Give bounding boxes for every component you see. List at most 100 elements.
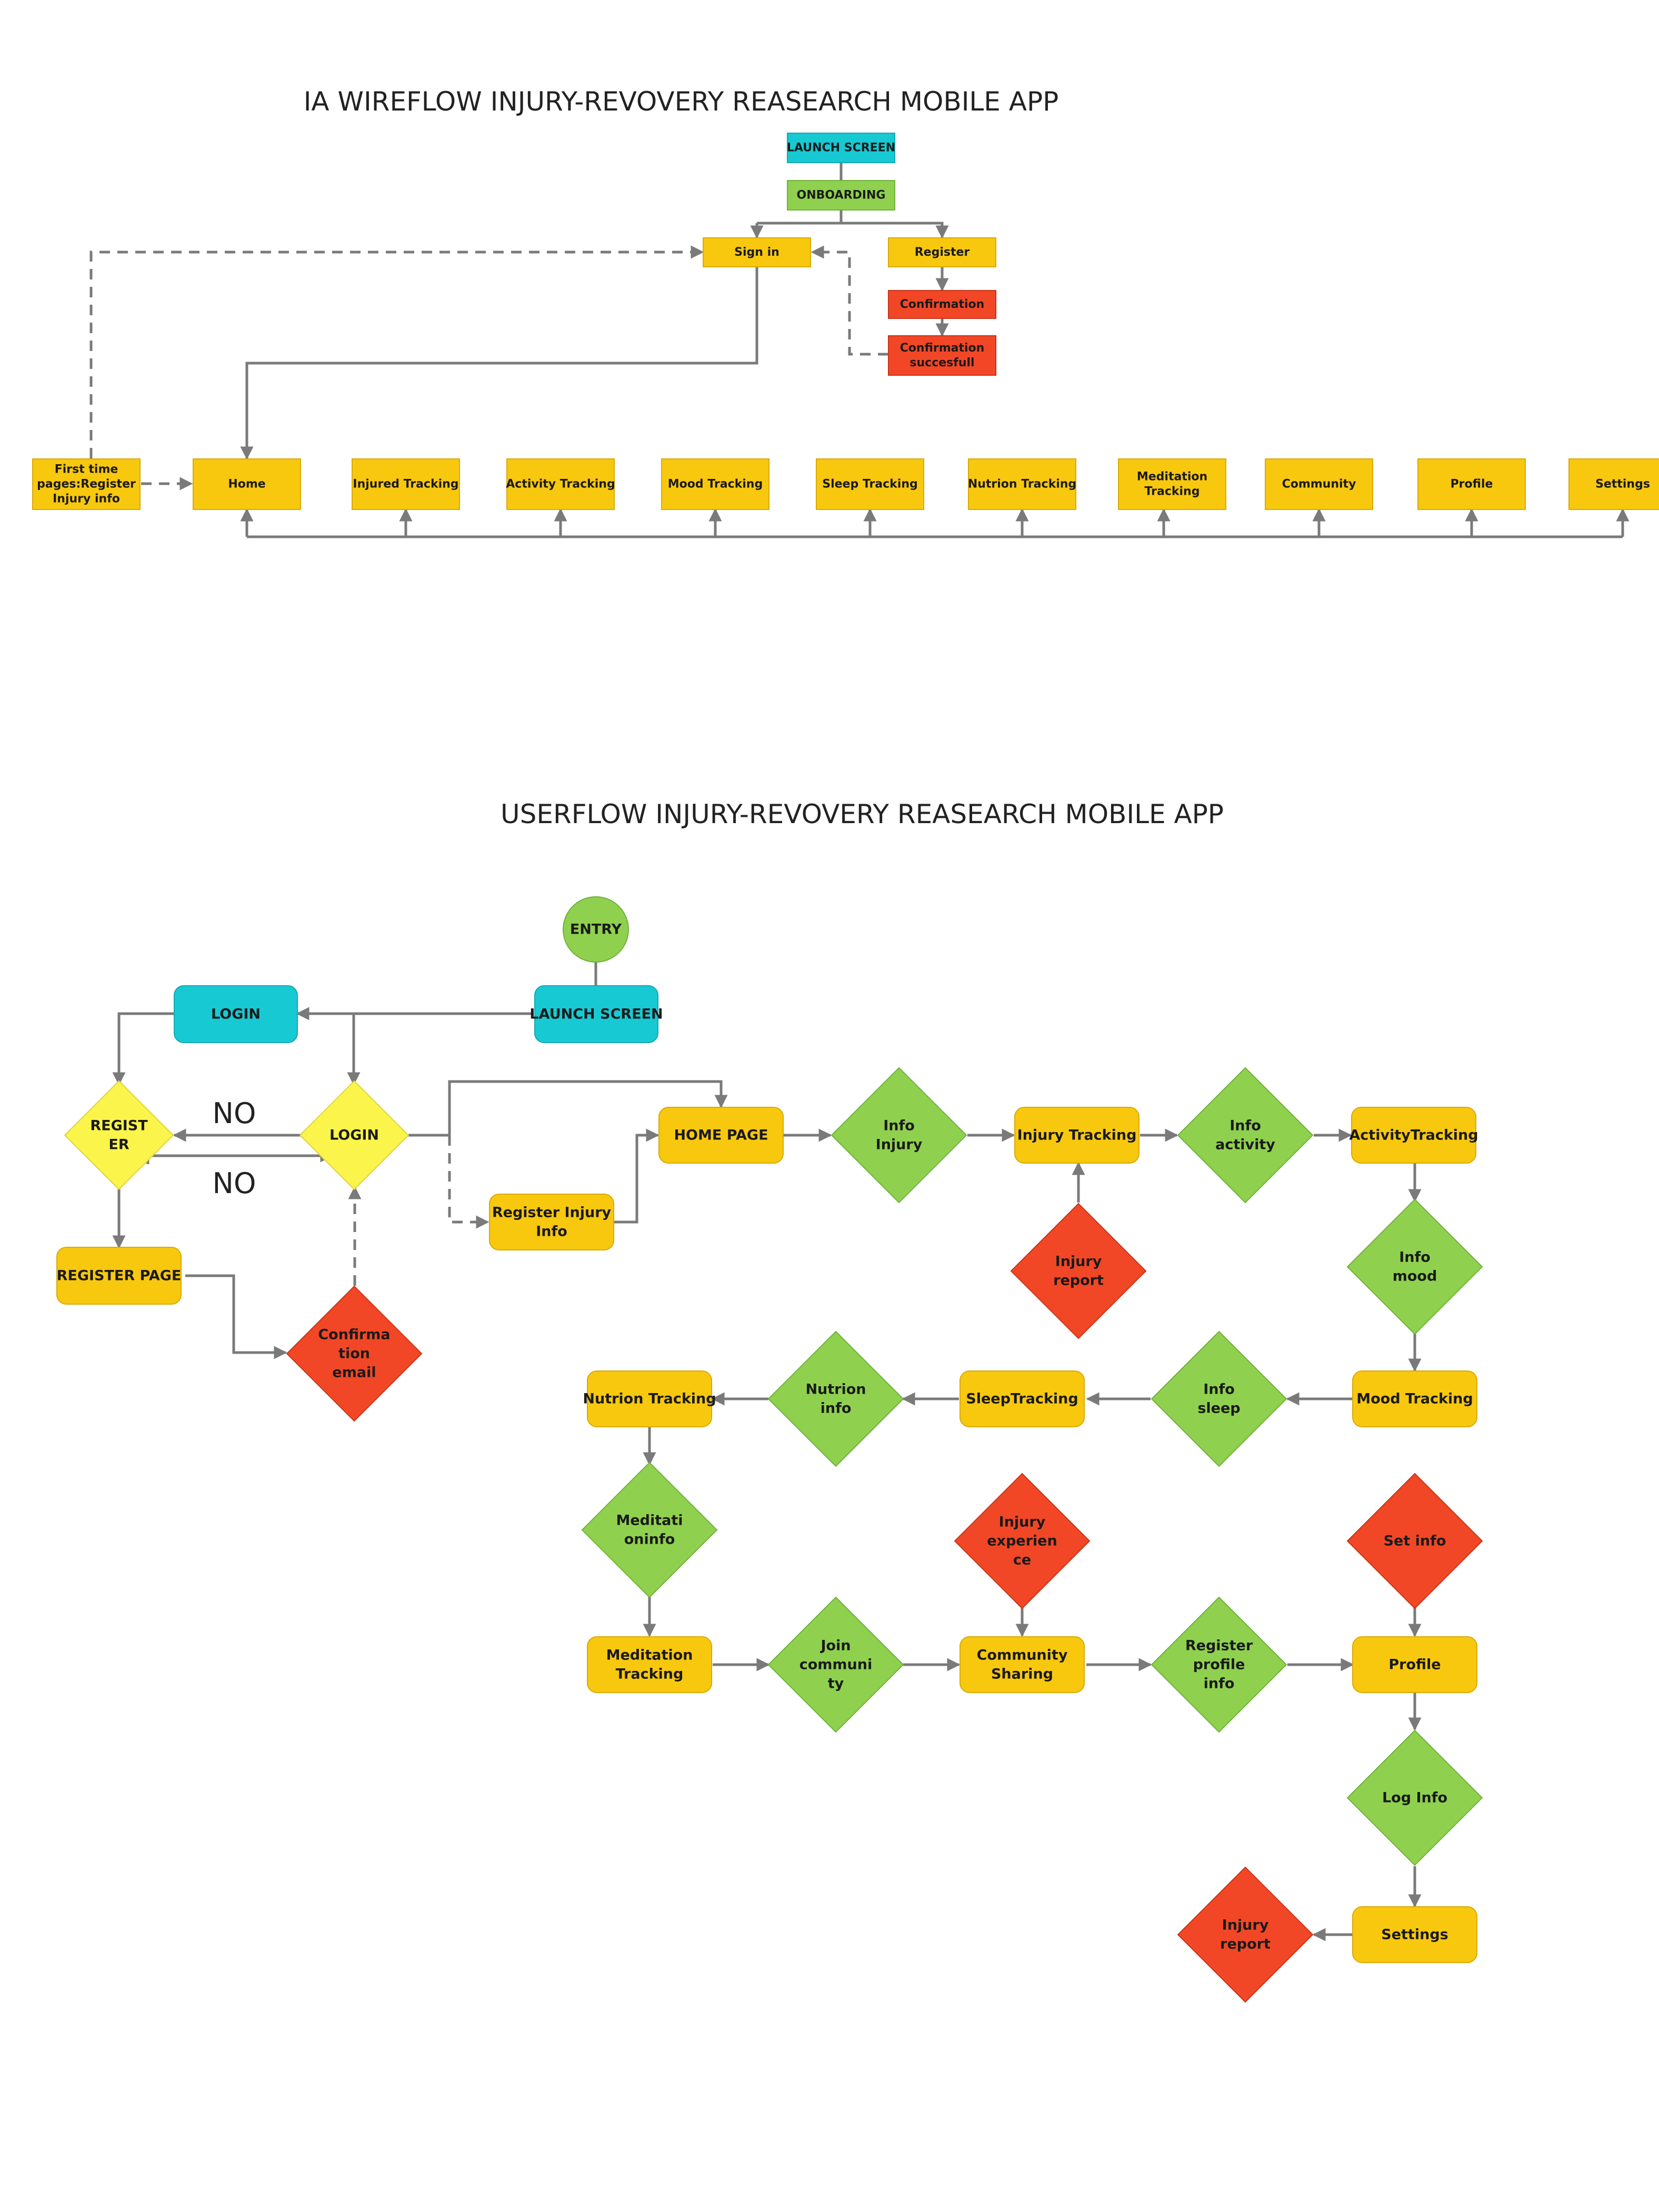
uf-edge-register-login-no <box>146 1149 334 1164</box>
uf-meditation-tracking-shape <box>587 1636 712 1693</box>
uf-register-page-label: REGISTER PAGE <box>57 1268 182 1284</box>
uf-injury-experience-label: experien <box>987 1533 1057 1549</box>
userflow-title: USERFLOW INJURY-REVOVERY REASEARCH MOBIL… <box>501 799 1224 829</box>
no-label-top: NO <box>213 1097 256 1130</box>
ia-first-time-box <box>32 458 141 510</box>
uf-injury-report-1: Injury report <box>1010 1203 1147 1339</box>
ia-meditation-box <box>1118 458 1226 510</box>
uf-injury-report-2-shape <box>1177 1866 1314 2003</box>
uf-mood-tracking: Mood Tracking <box>1352 1370 1477 1427</box>
uf-settings-shape <box>1352 1906 1477 1963</box>
ia-sleep-label: Sleep Tracking <box>822 478 918 491</box>
ia-first-time-label: Injury info <box>53 493 120 506</box>
uf-register-injury-label: Info <box>536 1224 567 1240</box>
uf-info-sleep-label: Info <box>1203 1382 1235 1398</box>
uf-sleep-tracking: SleepTracking <box>960 1370 1085 1427</box>
uf-join-community-shape <box>767 1596 904 1733</box>
ia-signin-box <box>703 237 811 267</box>
uf-activity-tracking-label: ActivityTracking <box>1349 1127 1478 1144</box>
ia-confirmation-label: Confirmation <box>900 298 985 311</box>
uf-set-info-shape <box>1346 1473 1483 1609</box>
ia-sleep: Sleep Tracking <box>816 458 924 510</box>
uf-info-activity-label: activity <box>1215 1137 1275 1153</box>
uf-meditation-tracking-label: Meditation <box>606 1647 693 1664</box>
ia-mood-box <box>661 458 769 510</box>
ia-confirmation-box <box>888 290 996 319</box>
ia-confirmation-ok-label: succesfull <box>910 356 974 369</box>
uf-login-diamond: LOGIN <box>299 1080 409 1190</box>
uf-injury-tracking: Injury Tracking <box>1014 1107 1140 1164</box>
uf-set-info: Set info <box>1346 1473 1483 1609</box>
uf-injury-report-2: Injury report <box>1177 1866 1314 2003</box>
uf-settings: Settings <box>1352 1906 1477 1963</box>
uf-entry-shape <box>563 896 629 963</box>
ia-home-box <box>193 458 301 510</box>
ia-meditation-label: Meditation <box>1137 471 1207 484</box>
uf-register-profile-label: profile <box>1193 1657 1245 1673</box>
ia-nutrion-label: Nutrion Tracking <box>968 478 1076 491</box>
uf-profile-shape <box>1352 1636 1477 1693</box>
uf-meditation-info-shape <box>581 1462 718 1598</box>
uf-home-shape <box>658 1107 784 1164</box>
ia-edge-onboarding-register <box>841 222 949 239</box>
uf-confirmation-email-label: Confirma <box>318 1327 390 1343</box>
uf-community-sharing-label: Sharing <box>991 1666 1053 1683</box>
uf-edge-login-registerinjury <box>448 1135 489 1229</box>
uf-join-community-label: communi <box>799 1657 873 1673</box>
uf-launch-label: LAUNCH SCREEN <box>529 1006 663 1023</box>
uf-injury-report-2-label: Injury <box>1222 1917 1269 1934</box>
ia-nutrion: Nutrion Tracking <box>968 458 1076 510</box>
uf-info-injury-shape <box>831 1067 967 1204</box>
uf-info-activity: Info activity <box>1177 1067 1314 1204</box>
ia-profile-box <box>1417 458 1526 510</box>
uf-nutrion-info-label: info <box>821 1400 852 1417</box>
ia-injured-label: Injured Tracking <box>353 478 458 491</box>
uf-nutrion-tracking-shape <box>587 1370 712 1427</box>
uf-register-page-shape <box>56 1247 182 1305</box>
uf-login-diamond-shape <box>299 1080 409 1190</box>
uf-injury-report-1-label: Injury <box>1055 1254 1102 1270</box>
ia-activity-box <box>506 458 615 510</box>
uf-entry-label: ENTRY <box>570 922 622 938</box>
ia-meditation-label: Tracking <box>1145 485 1200 498</box>
uf-info-mood-shape <box>1346 1198 1483 1335</box>
ia-edge-firsttime-signin <box>89 245 704 458</box>
uf-injury-experience-shape <box>954 1473 1091 1609</box>
uf-injury-report-2-label: report <box>1220 1936 1271 1953</box>
uf-info-activity-shape <box>1177 1067 1314 1204</box>
ia-onboarding-box <box>787 180 895 211</box>
uf-home: HOME PAGE <box>658 1107 784 1164</box>
uf-activity-tracking: ActivityTracking <box>1349 1107 1478 1164</box>
uf-profile-label: Profile <box>1388 1657 1441 1673</box>
uf-confirmation-email-label: tion <box>338 1346 370 1362</box>
uf-info-sleep-shape <box>1151 1330 1287 1467</box>
uf-community-sharing-label: Community <box>977 1647 1068 1664</box>
uf-meditation-info-label: oninfo <box>624 1532 675 1548</box>
uf-community-sharing-shape <box>960 1636 1085 1693</box>
uf-info-activity-label: Info <box>1230 1118 1261 1134</box>
uf-log-info-shape <box>1346 1729 1483 1866</box>
uf-register-profile-label: Register <box>1185 1638 1253 1654</box>
uf-profile: Profile <box>1352 1636 1477 1693</box>
uf-nutrion-info-label: Nutrion <box>805 1382 866 1398</box>
ia-home: Home <box>193 458 301 510</box>
ia-community-box <box>1265 458 1373 510</box>
uf-edge-registerpage-email <box>185 1274 287 1359</box>
ia-onboarding-label: ONBOARDING <box>797 189 886 202</box>
ia-edge-signin-home <box>240 267 758 460</box>
uf-injury-report-1-label: report <box>1053 1273 1104 1289</box>
ia-nutrion-box <box>968 458 1076 510</box>
uf-set-info-label: Set info <box>1384 1533 1446 1549</box>
userflow-connectors <box>112 962 1422 1941</box>
